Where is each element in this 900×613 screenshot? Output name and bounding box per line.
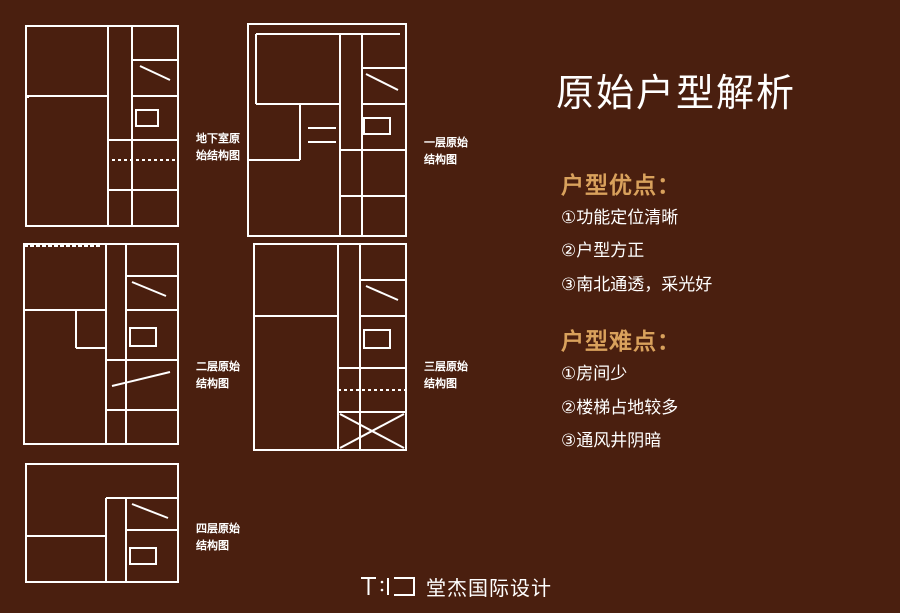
second-floor-plan	[23, 243, 179, 445]
third-floor-plan-label: 三层原始结构图	[424, 360, 468, 390]
company-name: 堂杰国际设计	[426, 575, 552, 600]
third-floor-plan	[253, 243, 407, 451]
fourth-floor-plan	[25, 463, 179, 583]
difficulties-heading: 户型难点：	[561, 329, 681, 355]
floor-plans-area: 地下室原始结构图 一层原始结构图 二层原始结构图 三层原始结构图 四层原始结构图	[23, 23, 468, 583]
floor-plans-drawing	[23, 23, 407, 583]
basement-plan-label: 地下室原始结构图	[196, 132, 240, 162]
fourth-floor-plan-label: 四层原始结构图	[196, 522, 240, 552]
company-logo: 堂杰国际设计	[360, 572, 552, 600]
basement-floor-plan	[25, 25, 179, 227]
second-floor-plan-label: 二层原始结构图	[196, 360, 240, 390]
advantage-item-1: ①功能定位清晰	[561, 208, 679, 228]
first-floor-plan-label: 一层原始结构图	[424, 136, 468, 166]
difficulty-item-3: ③通风井阴暗	[561, 431, 662, 451]
tid-logo-mark	[361, 577, 415, 596]
advantages-heading: 户型优点：	[561, 173, 681, 199]
advantage-item-2: ②户型方正	[561, 241, 645, 261]
difficulty-item-1: ①房间少	[561, 364, 628, 384]
first-floor-plan	[247, 23, 407, 237]
advantage-item-3: ③南北通透，采光好	[561, 275, 713, 295]
difficulty-item-2: ②楼梯占地较多	[561, 398, 679, 418]
page-title: 原始户型解析	[556, 71, 797, 115]
